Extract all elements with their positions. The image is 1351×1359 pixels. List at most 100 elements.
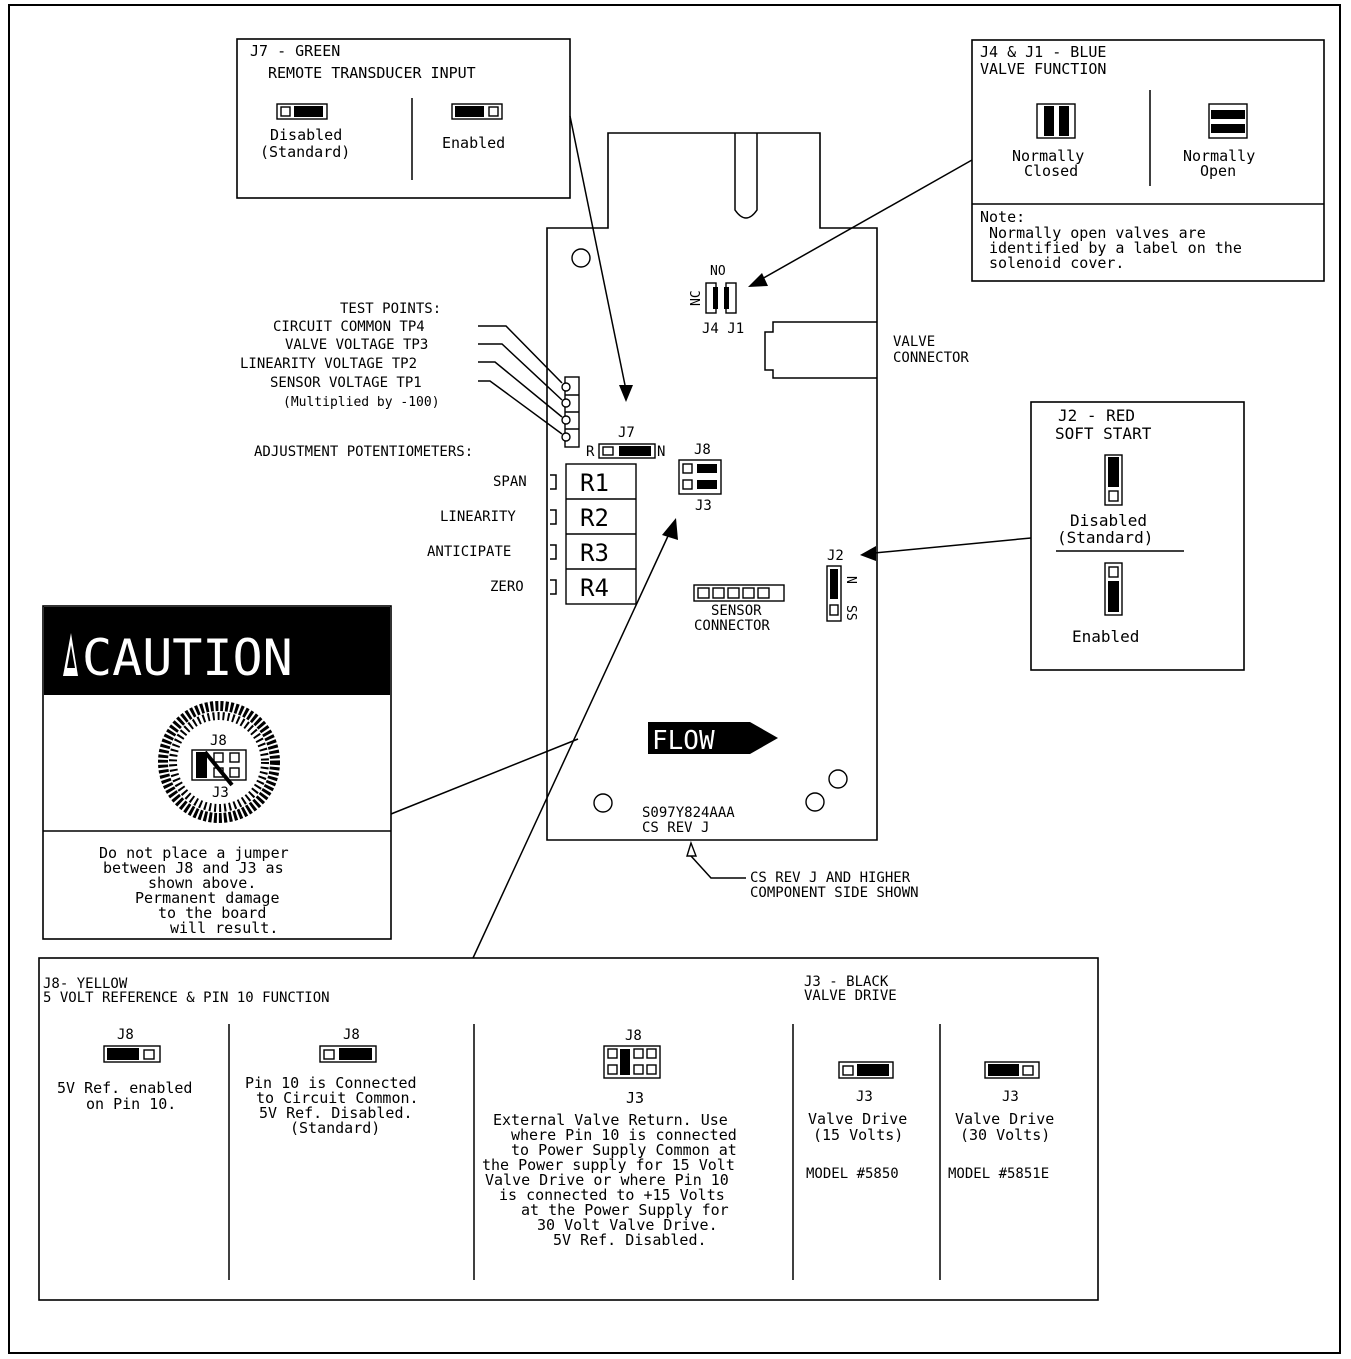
j4j1-title: J4 & J1 - BLUE bbox=[980, 43, 1106, 61]
svg-text:between J8 and J3 as: between J8 and J3 as bbox=[103, 859, 284, 877]
svg-text:CS REV J AND HIGHER: CS REV J AND HIGHER bbox=[750, 870, 911, 886]
svg-text:Enabled: Enabled bbox=[1072, 627, 1139, 646]
svg-text:LINEARITY: LINEARITY bbox=[440, 509, 516, 525]
j4-j1-board-jumpers: NO NC J4 J1 bbox=[689, 264, 744, 337]
svg-text:Pin 10 is Connected: Pin 10 is Connected bbox=[245, 1074, 417, 1092]
svg-text:ANTICIPATE: ANTICIPATE bbox=[427, 544, 511, 560]
pot-r3-label: R3 bbox=[580, 539, 609, 567]
j2-red-panel: J2 - RED SOFT START Disabled (Standard) … bbox=[1030, 401, 1245, 671]
valve-connector-label-1: VALVE bbox=[893, 334, 935, 350]
svg-text:(Standard): (Standard) bbox=[260, 143, 350, 161]
part-number: S097Y824AAA bbox=[642, 805, 735, 821]
svg-text:J8: J8 bbox=[694, 442, 711, 458]
svg-text:CONNECTOR: CONNECTOR bbox=[694, 618, 770, 634]
svg-text:5V Ref. enabled: 5V Ref. enabled bbox=[57, 1079, 192, 1097]
valve-connector bbox=[764, 321, 877, 379]
svg-text:CIRCUIT COMMON TP4: CIRCUIT COMMON TP4 bbox=[273, 319, 425, 335]
pot-r1-label: R1 bbox=[580, 469, 609, 497]
svg-text:N: N bbox=[657, 444, 665, 460]
pot-r4-label: R4 bbox=[580, 574, 609, 602]
svg-text:ADJUSTMENT POTENTIOMETERS:: ADJUSTMENT POTENTIOMETERS: bbox=[254, 444, 473, 460]
j7-title: J7 - GREEN bbox=[250, 42, 340, 60]
svg-text:N: N bbox=[843, 576, 858, 584]
j8-j3-board-jumpers: J8 J3 bbox=[678, 442, 722, 514]
svg-text:J3: J3 bbox=[695, 498, 712, 514]
board-revision: CS REV J bbox=[642, 820, 709, 836]
j8-panel-subtitle: 5 VOLT REFERENCE & PIN 10 FUNCTION bbox=[43, 990, 330, 1006]
svg-text:External Valve Return. Use: External Valve Return. Use bbox=[493, 1111, 728, 1129]
svg-text:J8: J8 bbox=[117, 1027, 134, 1043]
sensor-connector: SENSOR CONNECTOR bbox=[693, 584, 785, 634]
potentiometers: R1 R2 R3 R4 bbox=[550, 463, 637, 605]
svg-text:identified by a label on the: identified by a label on the bbox=[989, 239, 1242, 257]
j2-subtitle: SOFT START bbox=[1055, 424, 1152, 443]
svg-text:Enabled: Enabled bbox=[442, 134, 505, 152]
svg-text:COMPONENT SIDE SHOWN: COMPONENT SIDE SHOWN bbox=[750, 885, 919, 901]
caution-panel: CAUTION J8 J3 Do not place a jumper betw… bbox=[42, 605, 392, 940]
mounting-hole bbox=[805, 792, 825, 812]
svg-text:on Pin 10.: on Pin 10. bbox=[86, 1095, 176, 1113]
svg-text:J3: J3 bbox=[212, 785, 229, 801]
pcb-board: VALVE CONNECTOR NO NC J4 J1 J7 R bbox=[546, 132, 969, 841]
svg-text:NO: NO bbox=[710, 264, 726, 279]
svg-text:shown above.: shown above. bbox=[148, 874, 256, 892]
svg-text:NC: NC bbox=[689, 290, 704, 306]
svg-text:Normally: Normally bbox=[1183, 147, 1255, 165]
svg-text:Open: Open bbox=[1200, 162, 1236, 180]
svg-text:Disabled: Disabled bbox=[1070, 511, 1147, 530]
svg-text:J8: J8 bbox=[343, 1027, 360, 1043]
svg-text:R: R bbox=[586, 444, 595, 460]
j4j1-subtitle: VALVE FUNCTION bbox=[980, 60, 1106, 78]
svg-text:(30 Volts): (30 Volts) bbox=[960, 1126, 1050, 1144]
svg-text:SS: SS bbox=[843, 605, 858, 621]
svg-text:Valve Drive or where Pin 10: Valve Drive or where Pin 10 bbox=[485, 1171, 729, 1189]
svg-text:(Standard): (Standard) bbox=[290, 1119, 380, 1137]
svg-text:MODEL #5850: MODEL #5850 bbox=[806, 1166, 899, 1182]
j3-panel-subtitle: VALVE DRIVE bbox=[804, 988, 897, 1004]
valve-connector-label-2: CONNECTOR bbox=[893, 350, 969, 366]
j8-j3-panel: J8- YELLOW 5 VOLT REFERENCE & PIN 10 FUN… bbox=[38, 957, 1099, 1301]
svg-text:J4 J1: J4 J1 bbox=[702, 321, 744, 337]
svg-text:Permanent damage: Permanent damage bbox=[135, 889, 280, 907]
svg-text:J7: J7 bbox=[618, 425, 635, 441]
svg-text:SENSOR: SENSOR bbox=[711, 603, 762, 619]
svg-text:Valve Drive: Valve Drive bbox=[808, 1110, 907, 1128]
j3-panel-title: J3 - BLACK bbox=[804, 974, 889, 990]
svg-text:(Multiplied by -100): (Multiplied by -100) bbox=[283, 395, 440, 410]
svg-text:is connected to +15 Volts: is connected to +15 Volts bbox=[499, 1186, 725, 1204]
j2-title: J2 - RED bbox=[1058, 406, 1135, 425]
mounting-hole bbox=[571, 248, 591, 268]
svg-text:J8: J8 bbox=[210, 733, 227, 749]
svg-text:the Power supply for 15 Volt: the Power supply for 15 Volt bbox=[482, 1156, 735, 1174]
mounting-hole bbox=[828, 769, 848, 789]
svg-text:VALVE VOLTAGE TP3: VALVE VOLTAGE TP3 bbox=[285, 337, 428, 353]
svg-text:Closed: Closed bbox=[1024, 162, 1078, 180]
component-side-note: CS REV J AND HIGHER COMPONENT SIDE SHOWN bbox=[686, 840, 919, 901]
svg-text:to Power Supply Common at: to Power Supply Common at bbox=[511, 1141, 737, 1159]
svg-text:at the Power Supply for: at the Power Supply for bbox=[521, 1201, 729, 1219]
j7-board-jumper: J7 R N bbox=[586, 425, 665, 460]
svg-text:SPAN: SPAN bbox=[493, 474, 527, 490]
svg-text:to Circuit Common.: to Circuit Common. bbox=[256, 1089, 419, 1107]
svg-text:where Pin 10 is connected: where Pin 10 is connected bbox=[511, 1126, 737, 1144]
svg-text:TEST POINTS:: TEST POINTS: bbox=[340, 301, 441, 317]
outer-frame bbox=[8, 4, 1341, 1354]
svg-text:MODEL #5851E: MODEL #5851E bbox=[948, 1166, 1049, 1182]
svg-text:J3: J3 bbox=[1002, 1089, 1019, 1105]
svg-text:(Standard): (Standard) bbox=[1057, 528, 1153, 547]
svg-text:Normally: Normally bbox=[1012, 147, 1084, 165]
svg-text:Normally open valves are: Normally open valves are bbox=[989, 224, 1206, 242]
jumper-warning-icon: J8 J3 bbox=[158, 701, 280, 823]
svg-text:Valve Drive: Valve Drive bbox=[955, 1110, 1054, 1128]
svg-text:30 Volt Valve Drive.: 30 Volt Valve Drive. bbox=[537, 1216, 718, 1234]
svg-text:LINEARITY VOLTAGE TP2: LINEARITY VOLTAGE TP2 bbox=[240, 356, 417, 372]
svg-text:SENSOR VOLTAGE TP1: SENSOR VOLTAGE TP1 bbox=[270, 375, 422, 391]
svg-text:will result.: will result. bbox=[170, 919, 278, 937]
svg-text:to the board: to the board bbox=[158, 904, 266, 922]
potentiometer-labels: ADJUSTMENT POTENTIOMETERS: SPAN LINEARIT… bbox=[254, 444, 527, 595]
svg-text:Disabled: Disabled bbox=[270, 126, 342, 144]
j8-panel-title: J8- YELLOW bbox=[43, 976, 128, 992]
svg-text:J3: J3 bbox=[626, 1089, 644, 1107]
j7-green-panel: J7 - GREEN REMOTE TRANSDUCER INPUT Disab… bbox=[236, 38, 571, 199]
